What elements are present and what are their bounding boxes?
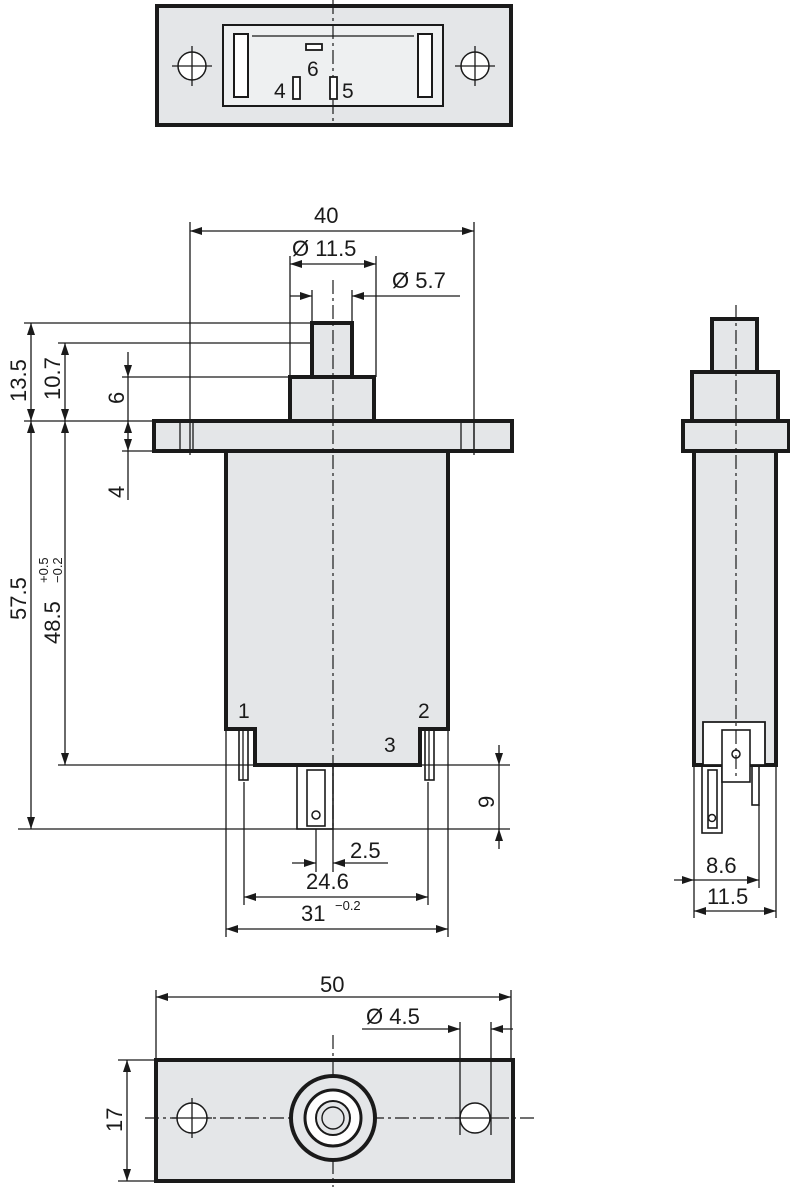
side-view-terminal-front	[701, 764, 723, 834]
push-button	[310, 321, 354, 379]
side-view: 8.6 11.5	[674, 305, 790, 918]
dim-terminal-spacing: 24.6	[306, 869, 349, 894]
dim-body-length-tol-minus: −0.2	[50, 557, 65, 583]
dim-flange-length: 50	[320, 972, 344, 997]
dim-body-width-tolerance: −0.2	[335, 898, 361, 913]
dim-collar-height: 6	[104, 392, 129, 404]
top-view-mount-hole-left	[172, 46, 212, 86]
side-view-button	[710, 317, 759, 374]
side-view-terminal-side	[751, 764, 760, 806]
top-view-terminal-4	[292, 76, 301, 100]
top-view-terminal-5	[329, 76, 338, 100]
dim-button-height-total: 13.5	[6, 359, 31, 402]
dim-flange-thickness: 4	[104, 486, 129, 498]
top-view-terminal-6	[305, 43, 323, 51]
dim-cap-diameter: Ø 11.5	[292, 236, 356, 261]
dim-button-diameter: Ø 5.7	[392, 268, 446, 293]
dim-terminal-length: 9	[474, 796, 499, 808]
dim-overall-width: 40	[314, 203, 338, 228]
bottom-view-mount-hole-left	[172, 1098, 212, 1138]
top-view-clip-right	[417, 33, 433, 98]
bottom-view: 50 Ø 4.5 17	[102, 972, 535, 1187]
terminal-3	[296, 764, 334, 830]
collar	[288, 375, 376, 423]
dim-terminal-offset: 2.5	[350, 838, 381, 863]
top-view-label-5: 5	[342, 80, 354, 103]
terminal-1	[238, 729, 249, 781]
dim-button-height: 10.7	[40, 357, 65, 400]
top-view-mount-hole-right	[455, 46, 495, 86]
side-view-housing	[692, 449, 778, 767]
top-view-label-6: 6	[307, 58, 319, 81]
dim-flange-height: 17	[102, 1108, 127, 1132]
top-view-label-4: 4	[274, 80, 286, 103]
side-view-collar	[690, 370, 780, 423]
housing-body	[224, 449, 450, 767]
terminal-label-1: 1	[238, 700, 250, 723]
dim-body-length-tol-plus: +0.5	[36, 557, 51, 583]
dim-side-cap-width: 11.5	[707, 884, 748, 909]
terminal-label-3: 3	[384, 734, 396, 757]
bottom-view-push-button	[289, 1074, 377, 1162]
dim-body-length-total: 57.5	[6, 577, 31, 620]
dim-body-length: 48.5	[40, 601, 65, 644]
terminal-label-2: 2	[418, 700, 430, 723]
terminal-2	[424, 729, 435, 781]
front-view: 1 2 3 40 Ø 11.5	[6, 203, 514, 937]
dim-side-terminal-offset: 8.6	[706, 853, 737, 878]
dim-hole-diameter: Ø 4.5	[366, 1004, 420, 1029]
dim-body-width: 31	[301, 901, 325, 926]
front-view-extension-lines	[18, 222, 510, 937]
top-view: 6 4 5	[155, 0, 513, 127]
top-view-clip-left	[233, 33, 249, 98]
